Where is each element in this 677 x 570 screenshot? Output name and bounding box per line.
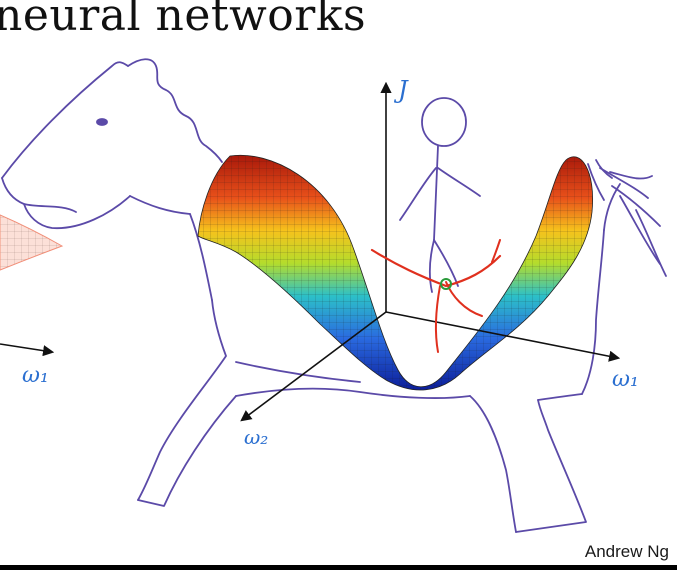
horse-sketch — [1, 58, 667, 533]
rider-head — [421, 97, 467, 147]
horse-eye — [96, 118, 108, 126]
author-credit: Andrew Ng — [584, 542, 669, 561]
w2-axis — [240, 311, 387, 422]
left-w1-label: ω₁ — [22, 363, 49, 388]
j-axis-label: J — [393, 76, 409, 104]
w2-axis-label: ω₂ — [244, 425, 268, 449]
slide-title: neural networks — [0, 0, 367, 41]
cost-surface — [197, 154, 594, 391]
left-cost-surface — [0, 214, 64, 271]
right-w1-axis — [385, 311, 621, 362]
coordinate-axes — [240, 81, 621, 422]
left-w1-axis — [0, 343, 55, 357]
bottom-rule — [0, 565, 677, 570]
saddle-point-markers — [370, 239, 502, 353]
right-w1-label: ω₁ — [612, 367, 639, 392]
saddle-point — [440, 278, 452, 290]
stick-figure-rider — [399, 97, 481, 293]
